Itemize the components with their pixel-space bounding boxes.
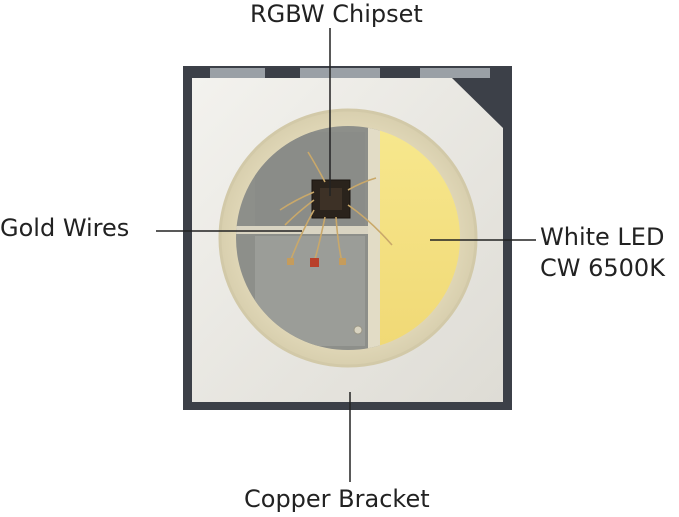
label-gold-wires: Gold Wires: [0, 214, 129, 242]
top-lead-right: [420, 68, 490, 78]
label-white-led: White LED: [540, 223, 664, 251]
bond-pad: [339, 258, 346, 265]
bond-pad: [287, 258, 294, 265]
label-copper-bracket: Copper Bracket: [244, 485, 430, 513]
top-lead-left: [210, 68, 265, 78]
chip-die-core: [320, 188, 342, 210]
cup-divider: [368, 120, 380, 360]
label-rgbw-chipset: RGBW Chipset: [250, 0, 423, 28]
bond-pad: [310, 258, 319, 267]
label-color-temperature: CW 6500K: [540, 254, 665, 282]
top-lead-mid: [300, 68, 380, 78]
polarity-dot: [354, 326, 362, 334]
